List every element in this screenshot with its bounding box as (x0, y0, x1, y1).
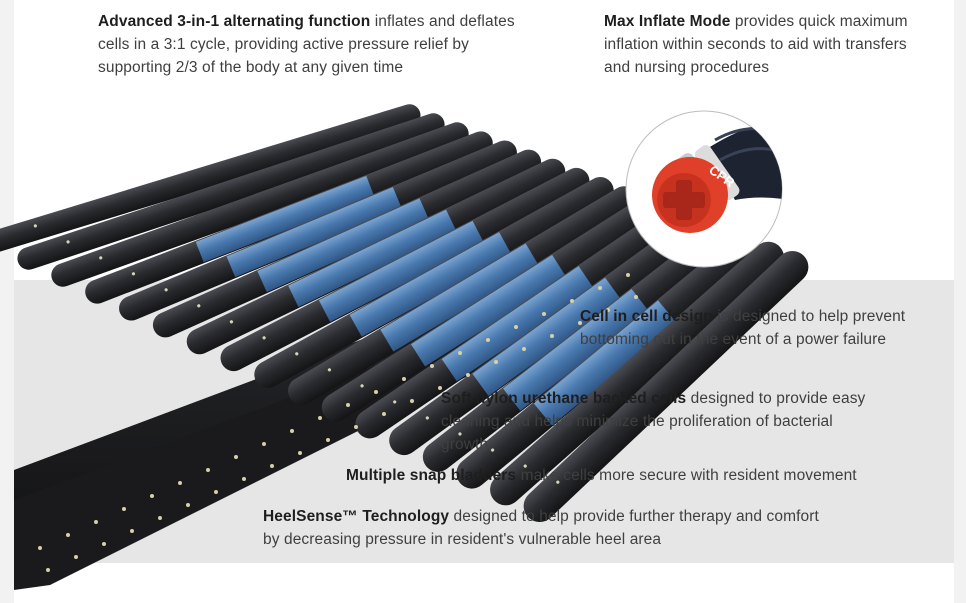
air-cell (523, 250, 809, 523)
snap-dot (598, 286, 602, 290)
feature-alternating-function: Advanced 3-in-1 alternating function inf… (98, 10, 528, 79)
snap-dot (38, 546, 42, 550)
snap-dot (430, 364, 434, 368)
air-cell (119, 140, 517, 321)
snap-dot (438, 386, 442, 390)
snap-dot (122, 507, 126, 511)
feature-description: designed to provide easy cleaning and he… (441, 390, 866, 453)
feature-title: Multiple snap bladders (346, 467, 517, 484)
snap-dot (494, 360, 498, 364)
snap-dot (66, 533, 70, 537)
snap-dot (214, 490, 218, 494)
air-cells (0, 104, 809, 523)
feature-title: Advanced 3-in-1 alternating function (98, 13, 371, 30)
air-cell (0, 104, 421, 253)
air-cell (186, 158, 566, 355)
snap-dot (270, 464, 274, 468)
blue-cell-section (411, 254, 567, 367)
feature-description: provides quick maximum inflation within … (604, 13, 908, 76)
blue-cell-section (195, 175, 375, 263)
snap-dot (514, 325, 518, 329)
air-cell (51, 122, 469, 287)
snap-dots (38, 273, 638, 572)
snap-dot (206, 468, 210, 472)
air-cell (422, 223, 736, 472)
snap-dot (74, 555, 78, 559)
cpr-valve-zoom: CPR (625, 110, 783, 268)
blue-cell-section (257, 198, 429, 293)
snap-dot (486, 338, 490, 342)
snap-dot (374, 390, 378, 394)
blue-cell-section (503, 288, 649, 411)
snap-dot (634, 295, 638, 299)
air-cell (490, 241, 784, 506)
blue-cell-section (226, 187, 402, 278)
snap-dot (578, 321, 582, 325)
feature-description: is designed to help prevent bottoming ou… (580, 308, 906, 348)
blue-cell-section (318, 220, 484, 322)
snap-dot (262, 442, 266, 446)
air-cell (17, 113, 445, 270)
snap-dot (522, 347, 526, 351)
snap-dot (298, 451, 302, 455)
blue-cell-section (533, 300, 677, 426)
feature-title: HeelSense™ Technology (263, 508, 450, 525)
snap-dot (102, 542, 106, 546)
snap-dot (318, 416, 322, 420)
snap-dot (346, 403, 350, 407)
feature-max-inflate: Max Inflate Mode provides quick maximum … (604, 10, 934, 79)
blue-cell-section (380, 243, 539, 352)
snap-dot (550, 334, 554, 338)
snap-dot (94, 520, 98, 524)
air-cell (85, 131, 493, 304)
snap-dot (178, 481, 182, 485)
snap-dot (234, 455, 238, 459)
feature-title: Soft nylon urethane backed cells (441, 390, 687, 407)
air-cell (389, 213, 711, 456)
right-margin (954, 0, 966, 603)
blue-cell-section (472, 277, 622, 397)
air-cell (456, 232, 760, 489)
snap-dot (542, 312, 546, 316)
feature-description: inflates and deflates cells in a 3:1 cyc… (98, 13, 515, 76)
feature-title: Max Inflate Mode (604, 13, 731, 30)
feature-cell-in-cell: Cell in cell design is designed to help … (580, 305, 910, 351)
blue-cell-section (441, 266, 594, 382)
air-cell (355, 204, 687, 439)
blue-cell-section (349, 232, 512, 337)
feature-heelsense: HeelSense™ Technology designed to help p… (263, 505, 823, 551)
snap-dot (382, 412, 386, 416)
air-cell (254, 177, 614, 388)
snap-dot (186, 503, 190, 507)
feature-description: designed to help provide further therapy… (263, 508, 819, 548)
air-cell (220, 167, 590, 372)
snap-dot (290, 429, 294, 433)
snap-dot (402, 377, 406, 381)
snap-dot (606, 308, 610, 312)
snap-dot (150, 494, 154, 498)
snap-dot (458, 351, 462, 355)
snap-dot (326, 438, 330, 442)
air-cell (152, 149, 542, 338)
snap-dot (354, 425, 358, 429)
snap-dot (242, 477, 246, 481)
feature-nylon-cells: Soft nylon urethane backed cells designe… (441, 387, 871, 456)
snap-dot (130, 529, 134, 533)
snap-dot (626, 273, 630, 277)
air-cell (288, 186, 638, 405)
snap-dot (410, 399, 414, 403)
blue-cell-section (288, 209, 457, 308)
snap-dot (570, 299, 574, 303)
snap-dot (466, 373, 470, 377)
feature-title: Cell in cell design (580, 308, 713, 325)
snap-dot (158, 516, 162, 520)
left-margin (0, 0, 14, 603)
feature-snap-bladders: Multiple snap bladders make cells more s… (346, 464, 906, 487)
feature-description: make cells more secure with resident mov… (516, 467, 857, 484)
air-cell (321, 195, 663, 422)
snap-dot (46, 568, 50, 572)
